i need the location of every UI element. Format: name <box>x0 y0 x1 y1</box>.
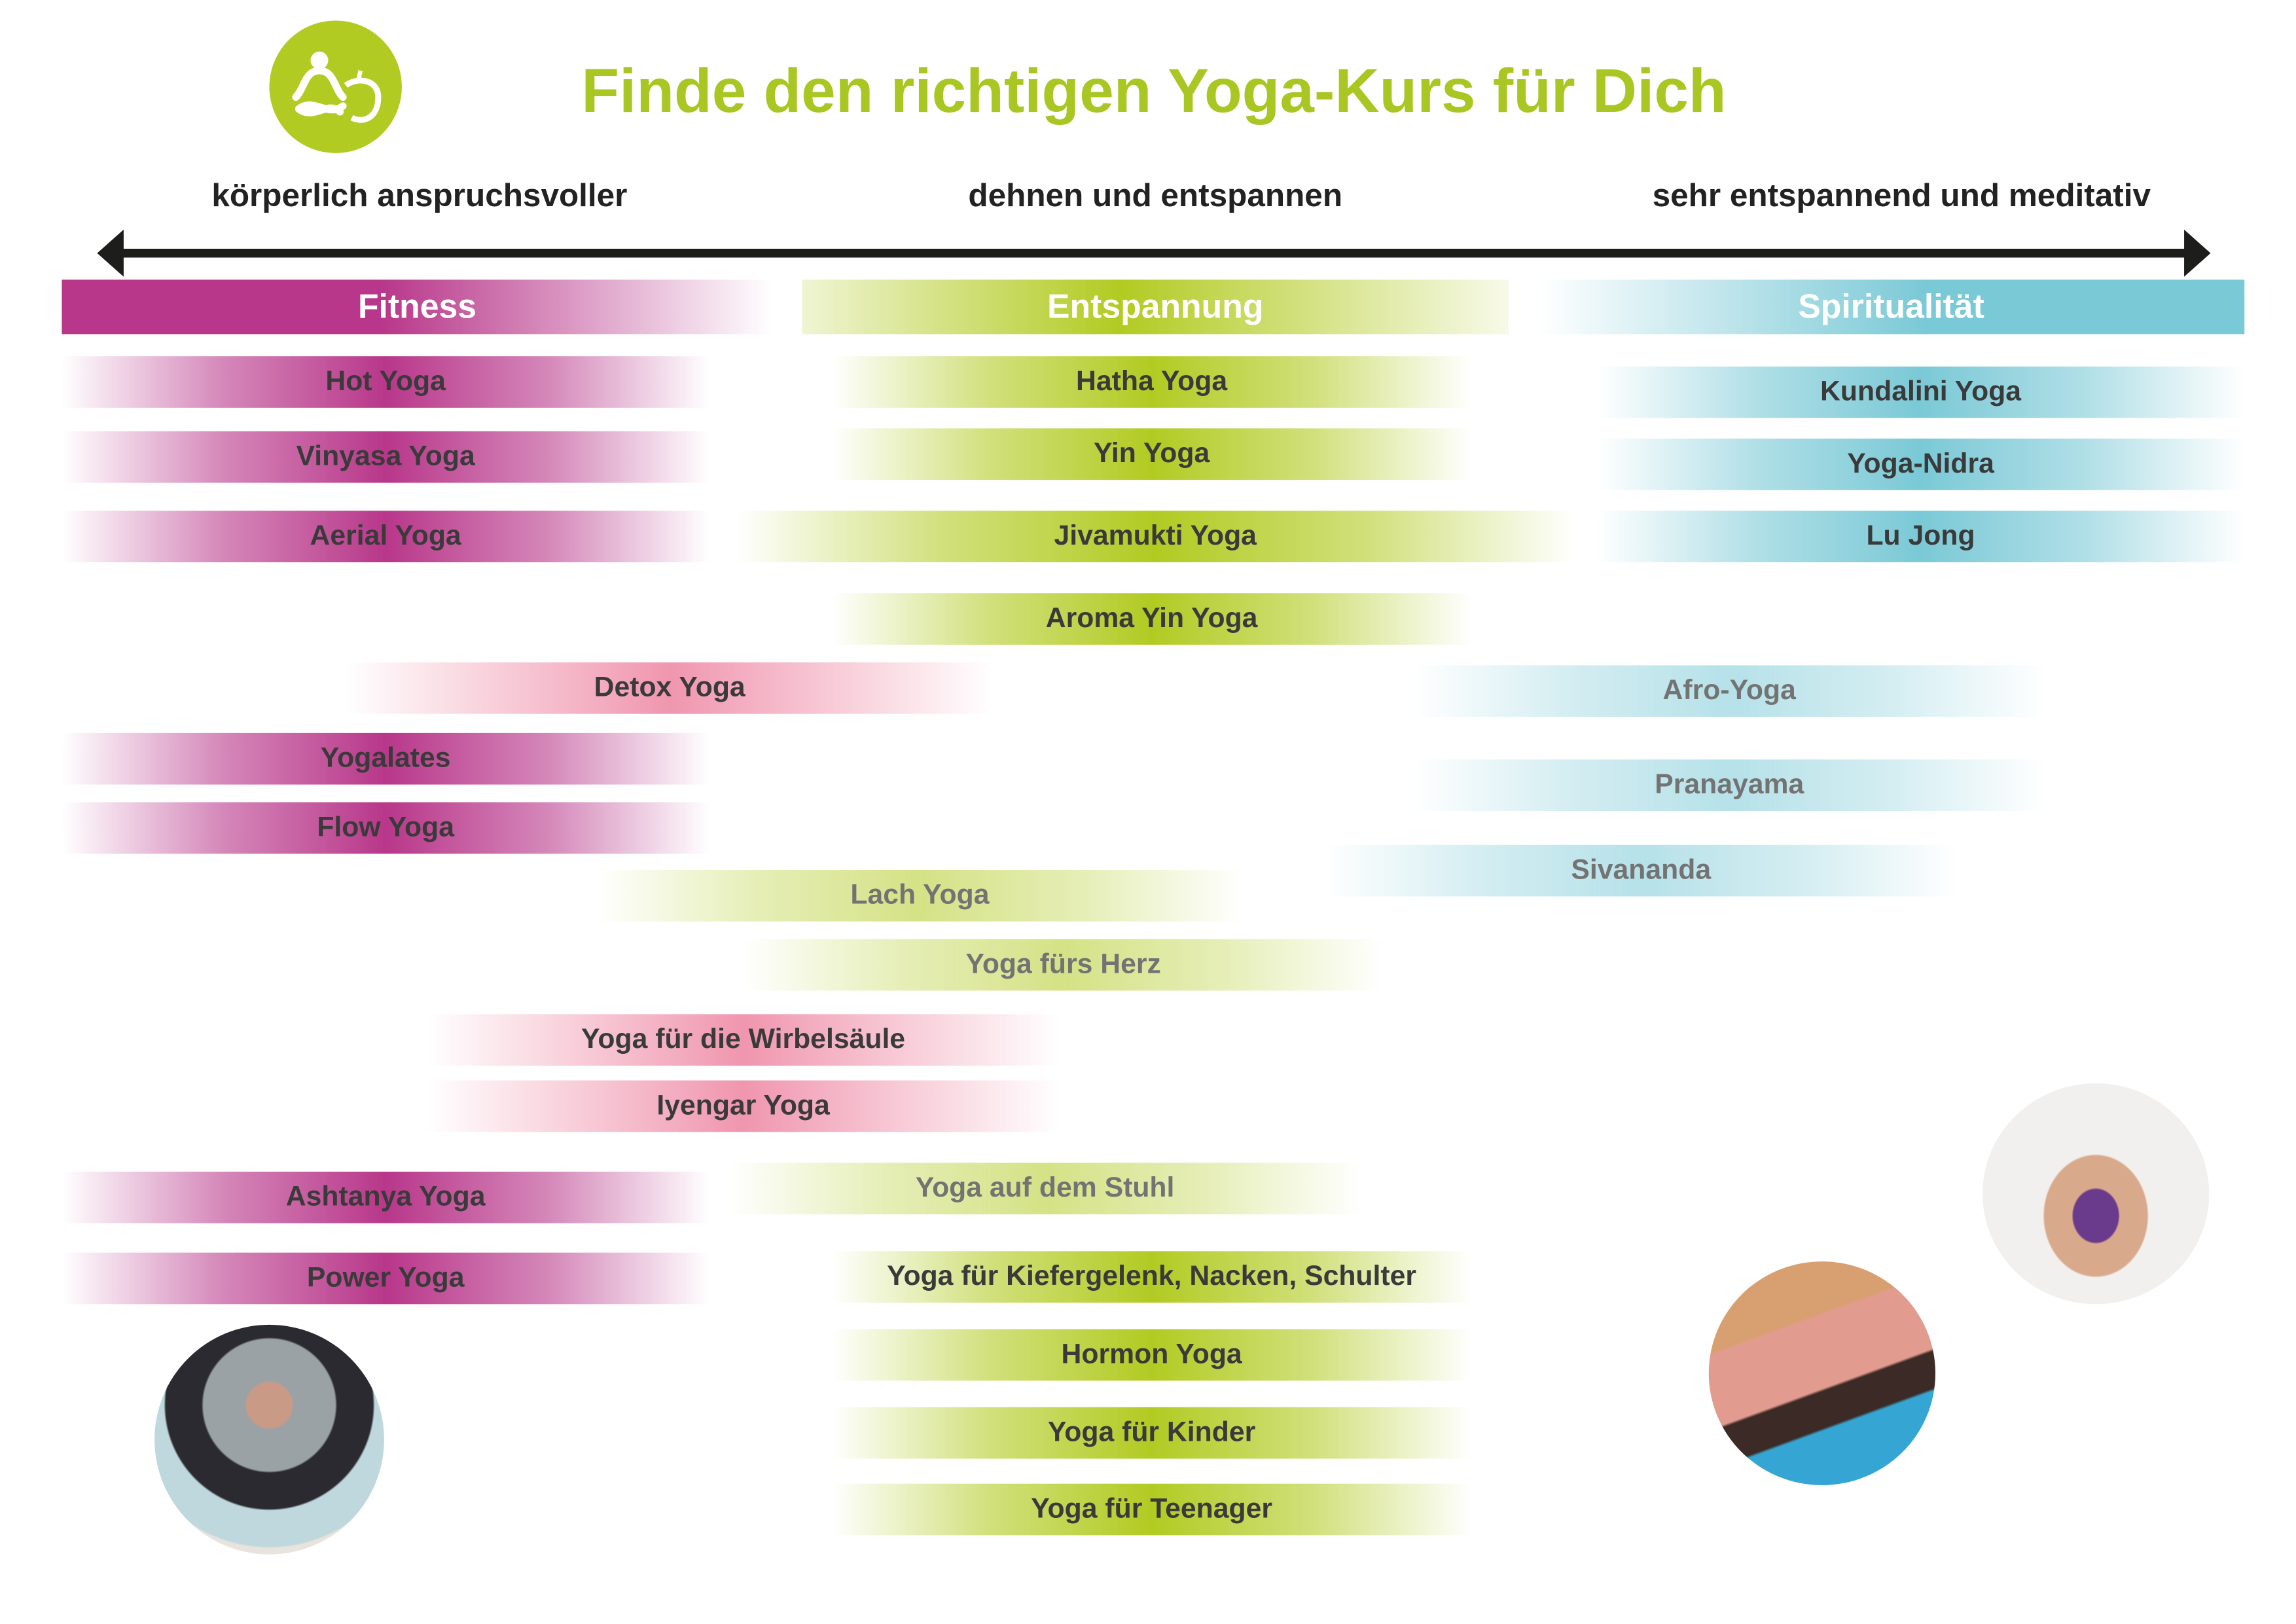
logo-icon <box>269 20 402 153</box>
course-bar: Flow Yoga <box>62 802 709 854</box>
category-header-spiritualitaet: Spiritualität <box>1537 280 2245 334</box>
course-bar: Hatha Yoga <box>831 356 1472 408</box>
category-header-entspannung: Entspannung <box>802 280 1509 334</box>
photo-seated-meditation <box>154 1324 384 1555</box>
course-bar: Yoga für die Wirbelsäule <box>427 1014 1060 1066</box>
course-bar: Yogalates <box>62 732 709 785</box>
scale-label-center: dehnen und entspannen <box>968 176 1343 214</box>
course-bar: Hot Yoga <box>62 356 709 408</box>
course-bar: Sivananda <box>1324 844 1958 897</box>
course-bar: Power Yoga <box>62 1252 709 1305</box>
photo-standing-pose <box>1982 1083 2210 1305</box>
course-bar: Aroma Yin Yoga <box>831 593 1472 645</box>
course-bar: Aerial Yoga <box>62 511 709 563</box>
scale-label-right: sehr entspannend und meditativ <box>1652 176 2151 214</box>
course-bar: Yoga für Teenager <box>831 1483 1472 1536</box>
double-arrow <box>97 228 2211 278</box>
course-bar: Vinyasa Yoga <box>62 431 709 483</box>
course-bar: Kundalini Yoga <box>1596 366 2245 418</box>
photo-lying-relaxation <box>1708 1261 1936 1485</box>
category-header-fitness: Fitness <box>62 280 773 334</box>
course-bar: Lach Yoga <box>596 869 1244 922</box>
course-bar: Yin Yoga <box>831 428 1472 480</box>
course-bar: Yoga auf dem Stuhl <box>728 1163 1362 1215</box>
course-bar: Afro-Yoga <box>1412 665 2046 717</box>
course-bar: Yoga für Kinder <box>831 1407 1472 1459</box>
course-bar: Iyengar Yoga <box>427 1080 1060 1132</box>
course-bar: Yoga fürs Herz <box>743 939 1384 991</box>
course-bar: Jivamukti Yoga <box>736 511 1575 563</box>
course-bar: Yoga-Nidra <box>1596 439 2245 490</box>
course-bar: Detox Yoga <box>346 662 994 714</box>
page-title: Finde den richtigen Yoga-Kurs für Dich <box>581 56 1727 126</box>
course-bar: Yoga für Kiefergelenk, Nacken, Schulter <box>831 1251 1472 1303</box>
course-bar: Lu Jong <box>1596 511 2245 563</box>
course-bar: Hormon Yoga <box>831 1329 1472 1381</box>
course-bar: Ashtanya Yoga <box>62 1171 709 1223</box>
course-bar: Pranayama <box>1412 759 2046 812</box>
scale-label-left: körperlich anspruchsvoller <box>211 176 628 214</box>
